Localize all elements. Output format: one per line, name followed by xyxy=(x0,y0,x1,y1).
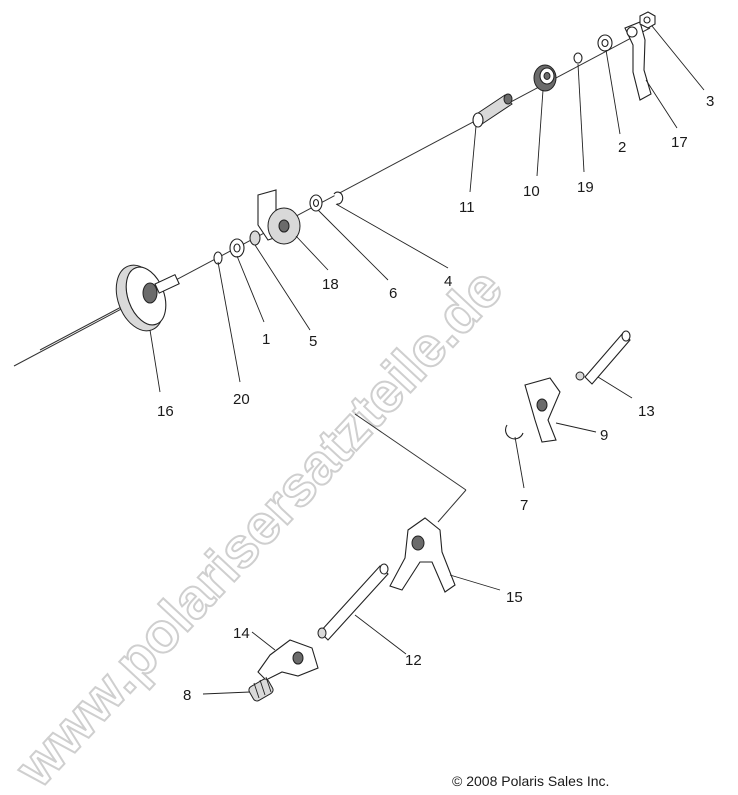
fork-axis-line xyxy=(354,413,467,523)
callout-20: 20 xyxy=(233,391,250,408)
callout-1: 1 xyxy=(262,331,270,348)
callout-5: 5 xyxy=(309,333,317,350)
callout-12: 12 xyxy=(405,652,422,669)
part-13-rod xyxy=(575,330,631,385)
callout-19: 19 xyxy=(577,179,594,196)
part-9-shift-fork xyxy=(524,377,561,443)
part-1-washer xyxy=(229,238,245,258)
callout-14: 14 xyxy=(233,625,250,642)
callout-2: 2 xyxy=(618,139,626,156)
callout-18: 18 xyxy=(322,276,339,293)
part-19-washer xyxy=(573,52,583,64)
callout-8: 8 xyxy=(183,687,191,704)
part-12-rod xyxy=(317,563,389,641)
leader-lines xyxy=(149,25,705,695)
callout-7: 7 xyxy=(520,497,528,514)
callout-15: 15 xyxy=(506,589,523,606)
callout-labels: 1 2 3 4 5 6 7 8 9 10 11 12 13 14 15 16 1… xyxy=(157,93,714,704)
part-17-shift-arm xyxy=(624,21,652,101)
callout-6: 6 xyxy=(389,285,397,302)
part-4-clip xyxy=(333,191,344,205)
callout-4: 4 xyxy=(444,273,452,290)
part-5-bearing xyxy=(249,230,261,246)
callout-3: 3 xyxy=(706,93,714,110)
callout-13: 13 xyxy=(638,403,655,420)
part-18-sensor xyxy=(257,189,301,245)
callout-17: 17 xyxy=(671,134,688,151)
callout-16: 16 xyxy=(157,403,174,420)
part-2-washer xyxy=(597,34,613,52)
callout-9: 9 xyxy=(600,427,608,444)
part-16-shift-drum xyxy=(115,264,180,332)
callout-11: 11 xyxy=(459,199,475,216)
part-3-nut xyxy=(639,11,656,29)
part-14-shift-fork xyxy=(257,639,319,681)
part-15-shift-fork xyxy=(389,517,456,593)
part-11-shaft-pin xyxy=(472,93,513,128)
part-7-clip xyxy=(505,424,524,440)
part-6-washer xyxy=(309,194,323,212)
copyright-text: © 2008 Polaris Sales Inc. xyxy=(452,773,609,789)
part-8-spring xyxy=(248,676,274,702)
watermark-text: www.polarisersatzteile.de xyxy=(2,256,514,795)
part-10-gear xyxy=(533,64,557,92)
callout-10: 10 xyxy=(523,183,540,200)
